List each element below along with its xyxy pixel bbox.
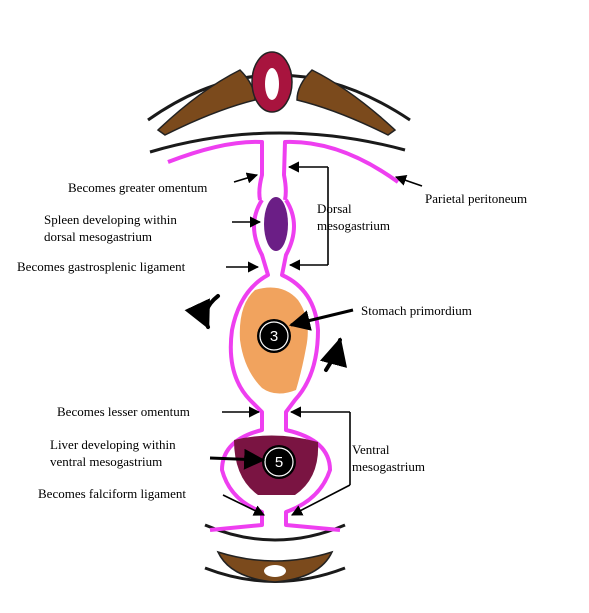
label-stomach-primordium: Stomach primordium xyxy=(361,303,472,318)
label-liver-line2: ventral mesogastrium xyxy=(50,454,163,469)
arrow-parietal xyxy=(394,175,423,187)
arrow-greater-omentum xyxy=(233,172,259,184)
liver-number: 5 xyxy=(275,454,283,471)
label-gastrosplenic: Becomes gastrosplenic ligament xyxy=(17,259,186,274)
label-dorsal-line2: mesogastrium xyxy=(317,218,390,233)
label-parietal-peritoneum: Parietal peritoneum xyxy=(425,191,528,206)
label-falciform: Becomes falciform ligament xyxy=(38,486,187,501)
leader-arrows xyxy=(209,161,423,516)
label-spleen-line2: dorsal mesogastrium xyxy=(44,229,152,244)
stomach-number: 3 xyxy=(270,328,278,345)
label-ventral-line1: Ventral xyxy=(352,442,390,457)
arrow-falciform xyxy=(222,494,266,516)
rotation-arrow-left xyxy=(184,294,220,330)
spleen xyxy=(264,197,288,251)
label-lesser-omentum: Becomes lesser omentum xyxy=(57,404,190,419)
arrow-stomach xyxy=(288,308,354,331)
stomach-number-ring xyxy=(259,321,289,351)
label-spleen-line1: Spleen developing within xyxy=(44,212,177,227)
rotation-arrows xyxy=(184,294,348,372)
dorsal-body-wall xyxy=(147,51,411,154)
label-greater-omentum: Becomes greater omentum xyxy=(68,180,208,195)
peritoneum xyxy=(167,139,400,532)
label-liver-line1: Liver developing within xyxy=(50,437,176,452)
arrow-liver xyxy=(209,448,266,470)
stomach-number-marker xyxy=(257,319,291,353)
rotation-arrow-right xyxy=(319,337,348,372)
label-ventral-line2: mesogastrium xyxy=(352,459,425,474)
liver-number-marker xyxy=(262,445,296,479)
ventral-body-wall xyxy=(204,523,346,583)
label-dorsal-line1: Dorsal xyxy=(317,201,352,216)
